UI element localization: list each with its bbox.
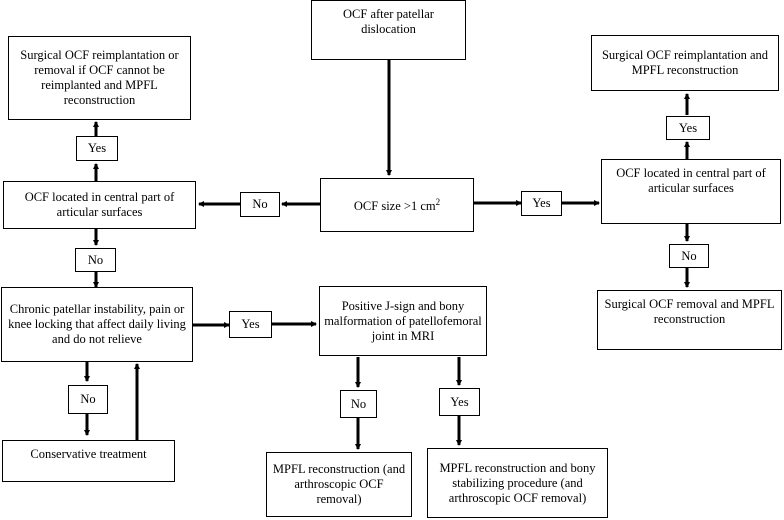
- node-mpfl-only: MPFL reconstruction (and arthroscopic OC…: [266, 452, 412, 517]
- node-size-check: OCF size >1 cm2: [320, 178, 474, 232]
- node-right-removal: Surgical OCF removal and MPFL reconstruc…: [597, 290, 782, 350]
- label-no-left-down: No: [75, 248, 116, 272]
- node-right-central: OCF located in central part of articular…: [601, 159, 781, 224]
- node-left-central: OCF located in central part of articular…: [3, 181, 196, 229]
- label-yes-right-up: Yes: [666, 116, 710, 140]
- node-chronic: Chronic patellar instability, pain or kn…: [1, 287, 193, 362]
- size-exponent: 2: [435, 197, 441, 208]
- node-start: OCF after patellar dislocation: [311, 0, 466, 60]
- size-check-text: OCF size >1 cm2: [353, 197, 441, 214]
- node-left-reimplant: Surgical OCF reimplantation or removal i…: [8, 36, 191, 120]
- label-yes-jsign: Yes: [439, 388, 480, 416]
- node-jsign: Positive J-sign and bony malformation of…: [319, 286, 487, 356]
- node-right-reimplant: Surgical OCF reimplantation and MPFL rec…: [591, 35, 779, 91]
- label-no-left: No: [240, 192, 280, 217]
- node-mpfl-bony: MPFL reconstruction and bony stabilizing…: [427, 448, 608, 518]
- label-yes-left-up: Yes: [76, 136, 118, 161]
- label-no-chronic: No: [68, 385, 108, 414]
- label-yes-right: Yes: [521, 191, 562, 216]
- node-conservative: Conservative treatment: [2, 440, 175, 482]
- label-no-right-down: No: [669, 244, 709, 268]
- label-no-jsign: No: [340, 390, 377, 418]
- label-yes-chronic: Yes: [229, 311, 272, 338]
